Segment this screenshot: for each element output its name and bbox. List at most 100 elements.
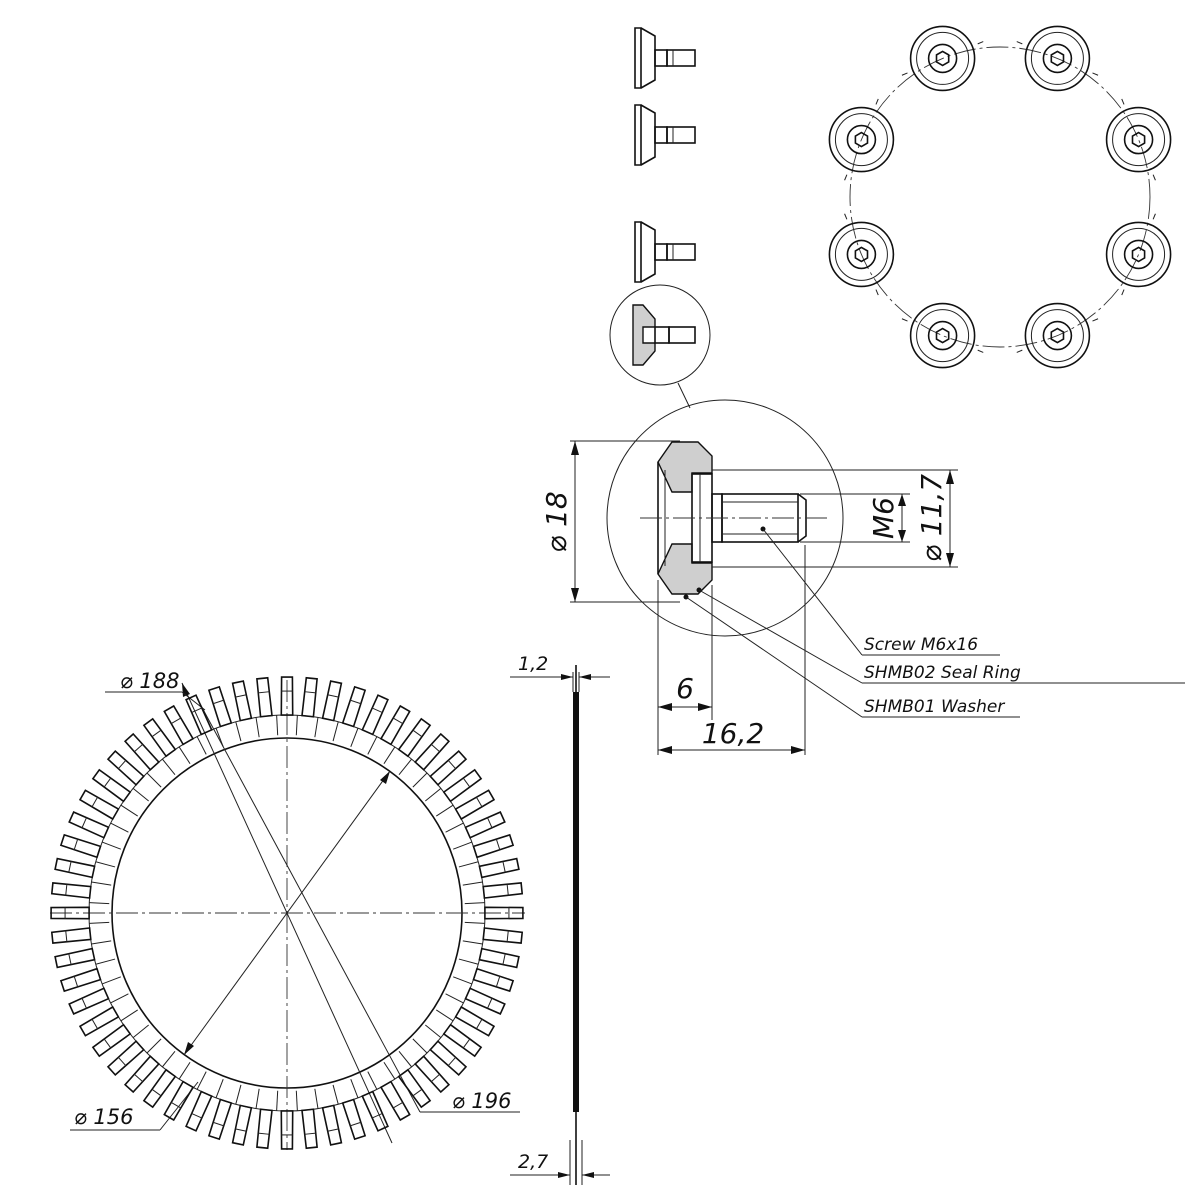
ring-tooth — [361, 694, 389, 736]
d196-value: 196 — [471, 1089, 511, 1113]
d188-symbol: ⌀ — [120, 669, 133, 693]
ring-tooth-gap — [162, 758, 176, 775]
ring-tooth-gap — [412, 772, 428, 788]
ring-tooth — [464, 987, 506, 1015]
ring-tooth-gap — [95, 861, 116, 868]
d156-symbol: ⌀ — [74, 1105, 87, 1129]
ring-tooth — [78, 1005, 120, 1037]
ring-tooth-gap — [132, 1024, 149, 1038]
ring-tooth — [442, 768, 483, 803]
ring-tooth-gap — [255, 717, 260, 738]
bolt-head — [828, 98, 895, 181]
ring-tooth — [321, 680, 343, 722]
ring-tooth — [91, 768, 132, 803]
svg-text:⌀ 11,7: ⌀ 11,7 — [915, 474, 948, 562]
svg-text:⌀ 188: ⌀ 188 — [120, 669, 179, 693]
ring-tooth-gap — [235, 1084, 242, 1105]
ring-tooth — [91, 1023, 132, 1058]
ring-tooth-gap — [91, 881, 112, 886]
hex-socket-icon — [854, 131, 869, 148]
ring-edge-view: 1,2 2,7 — [510, 653, 610, 1185]
detail-circle-large — [606, 399, 844, 637]
ring-tooth-gap — [452, 976, 473, 985]
ring-tooth-gap — [425, 1024, 442, 1038]
ring-tooth — [163, 704, 195, 746]
ring-tooth — [185, 1090, 213, 1132]
ring-tooth-gap — [332, 1084, 339, 1105]
ring-tooth-gap — [350, 727, 359, 748]
ring-tooth — [280, 676, 294, 716]
detail-circle-small — [609, 284, 711, 386]
ring-tooth — [256, 676, 273, 718]
ring-tooth-gap — [464, 902, 485, 905]
bolt-head — [828, 213, 895, 296]
ring-tooth-gap — [445, 822, 464, 833]
ring-tooth — [301, 676, 318, 718]
ring-tooth-gap — [91, 940, 112, 945]
ring-tooth-gap — [196, 736, 207, 755]
ring-tooth — [142, 717, 177, 758]
ring-tooth-gap — [383, 746, 396, 764]
ring-tooth-gap — [295, 715, 298, 736]
svg-text:⌀ 156: ⌀ 156 — [74, 1105, 133, 1129]
bolt-head — [901, 25, 984, 92]
detail-leader — [677, 382, 691, 409]
hex-socket-icon — [854, 246, 869, 263]
d196-line — [197, 699, 421, 1113]
ring-tooth — [54, 947, 96, 969]
side-view-1 — [634, 27, 696, 89]
head-diameter-value: 18 — [540, 491, 573, 527]
head-length-label: 6 — [676, 672, 694, 705]
ring-tooth-gap — [452, 841, 473, 850]
ring-tooth-gap — [332, 721, 339, 742]
ring-tooth — [231, 1104, 253, 1146]
ring-tooth-gap — [314, 717, 319, 738]
ring-tooth — [50, 927, 92, 944]
d156-line — [183, 770, 391, 1056]
ring-tooth — [484, 906, 524, 920]
svg-text:⌀ 18: ⌀ 18 — [540, 491, 573, 552]
ring-tooth-gap — [146, 772, 162, 788]
ring-tooth-gap — [101, 976, 122, 985]
ring-tooth-gap — [89, 921, 110, 924]
ring-tooth-gap — [436, 1009, 454, 1022]
bolt-pitch-circle — [849, 46, 1151, 348]
bolt-head — [1016, 302, 1099, 369]
bolt-head — [1105, 98, 1172, 181]
d188-value: 188 — [139, 669, 179, 693]
ring-tooth — [429, 749, 468, 786]
thread-label: M6 — [867, 497, 900, 539]
ring-tooth-gap — [101, 841, 122, 850]
ring-tooth — [454, 789, 496, 821]
ring-tooth — [68, 811, 110, 839]
ring-tooth-gap — [350, 1078, 359, 1099]
ring-tooth — [482, 927, 524, 944]
ring-tooth-gap — [215, 1078, 224, 1099]
bolt-head — [901, 302, 984, 369]
ring-tooth-gap — [255, 1088, 260, 1109]
ring-tooth-gap — [458, 958, 479, 965]
side-views — [609, 27, 711, 409]
ring-tooth — [442, 1023, 483, 1058]
seal-thickness-label: 1,2 — [518, 653, 548, 675]
hex-socket-icon — [935, 50, 950, 67]
head-diameter-symbol: ⌀ — [540, 536, 573, 553]
ring-tooth — [454, 1005, 496, 1037]
ring-tooth — [341, 685, 367, 728]
ring-tooth-gap — [178, 1062, 191, 1080]
side-view-3 — [634, 221, 696, 283]
ring-tooth — [59, 967, 102, 993]
ring-tooth — [429, 1040, 468, 1077]
ring-tooth-gap — [436, 804, 454, 817]
shank-diameter-value: 11,7 — [915, 474, 948, 537]
hex-socket-icon — [1050, 50, 1065, 67]
ring-tooth — [379, 1080, 411, 1122]
ring-tooth — [68, 987, 110, 1015]
ring-tooth-gap — [367, 1071, 378, 1090]
ring-tooth-gap — [367, 736, 378, 755]
ring-tooth-gap — [162, 1051, 176, 1068]
ring-tooth-gap — [458, 861, 479, 868]
ring-tooth-gap — [89, 902, 110, 905]
ring-tooth-gap — [276, 715, 279, 736]
ring-tooth — [123, 732, 160, 771]
